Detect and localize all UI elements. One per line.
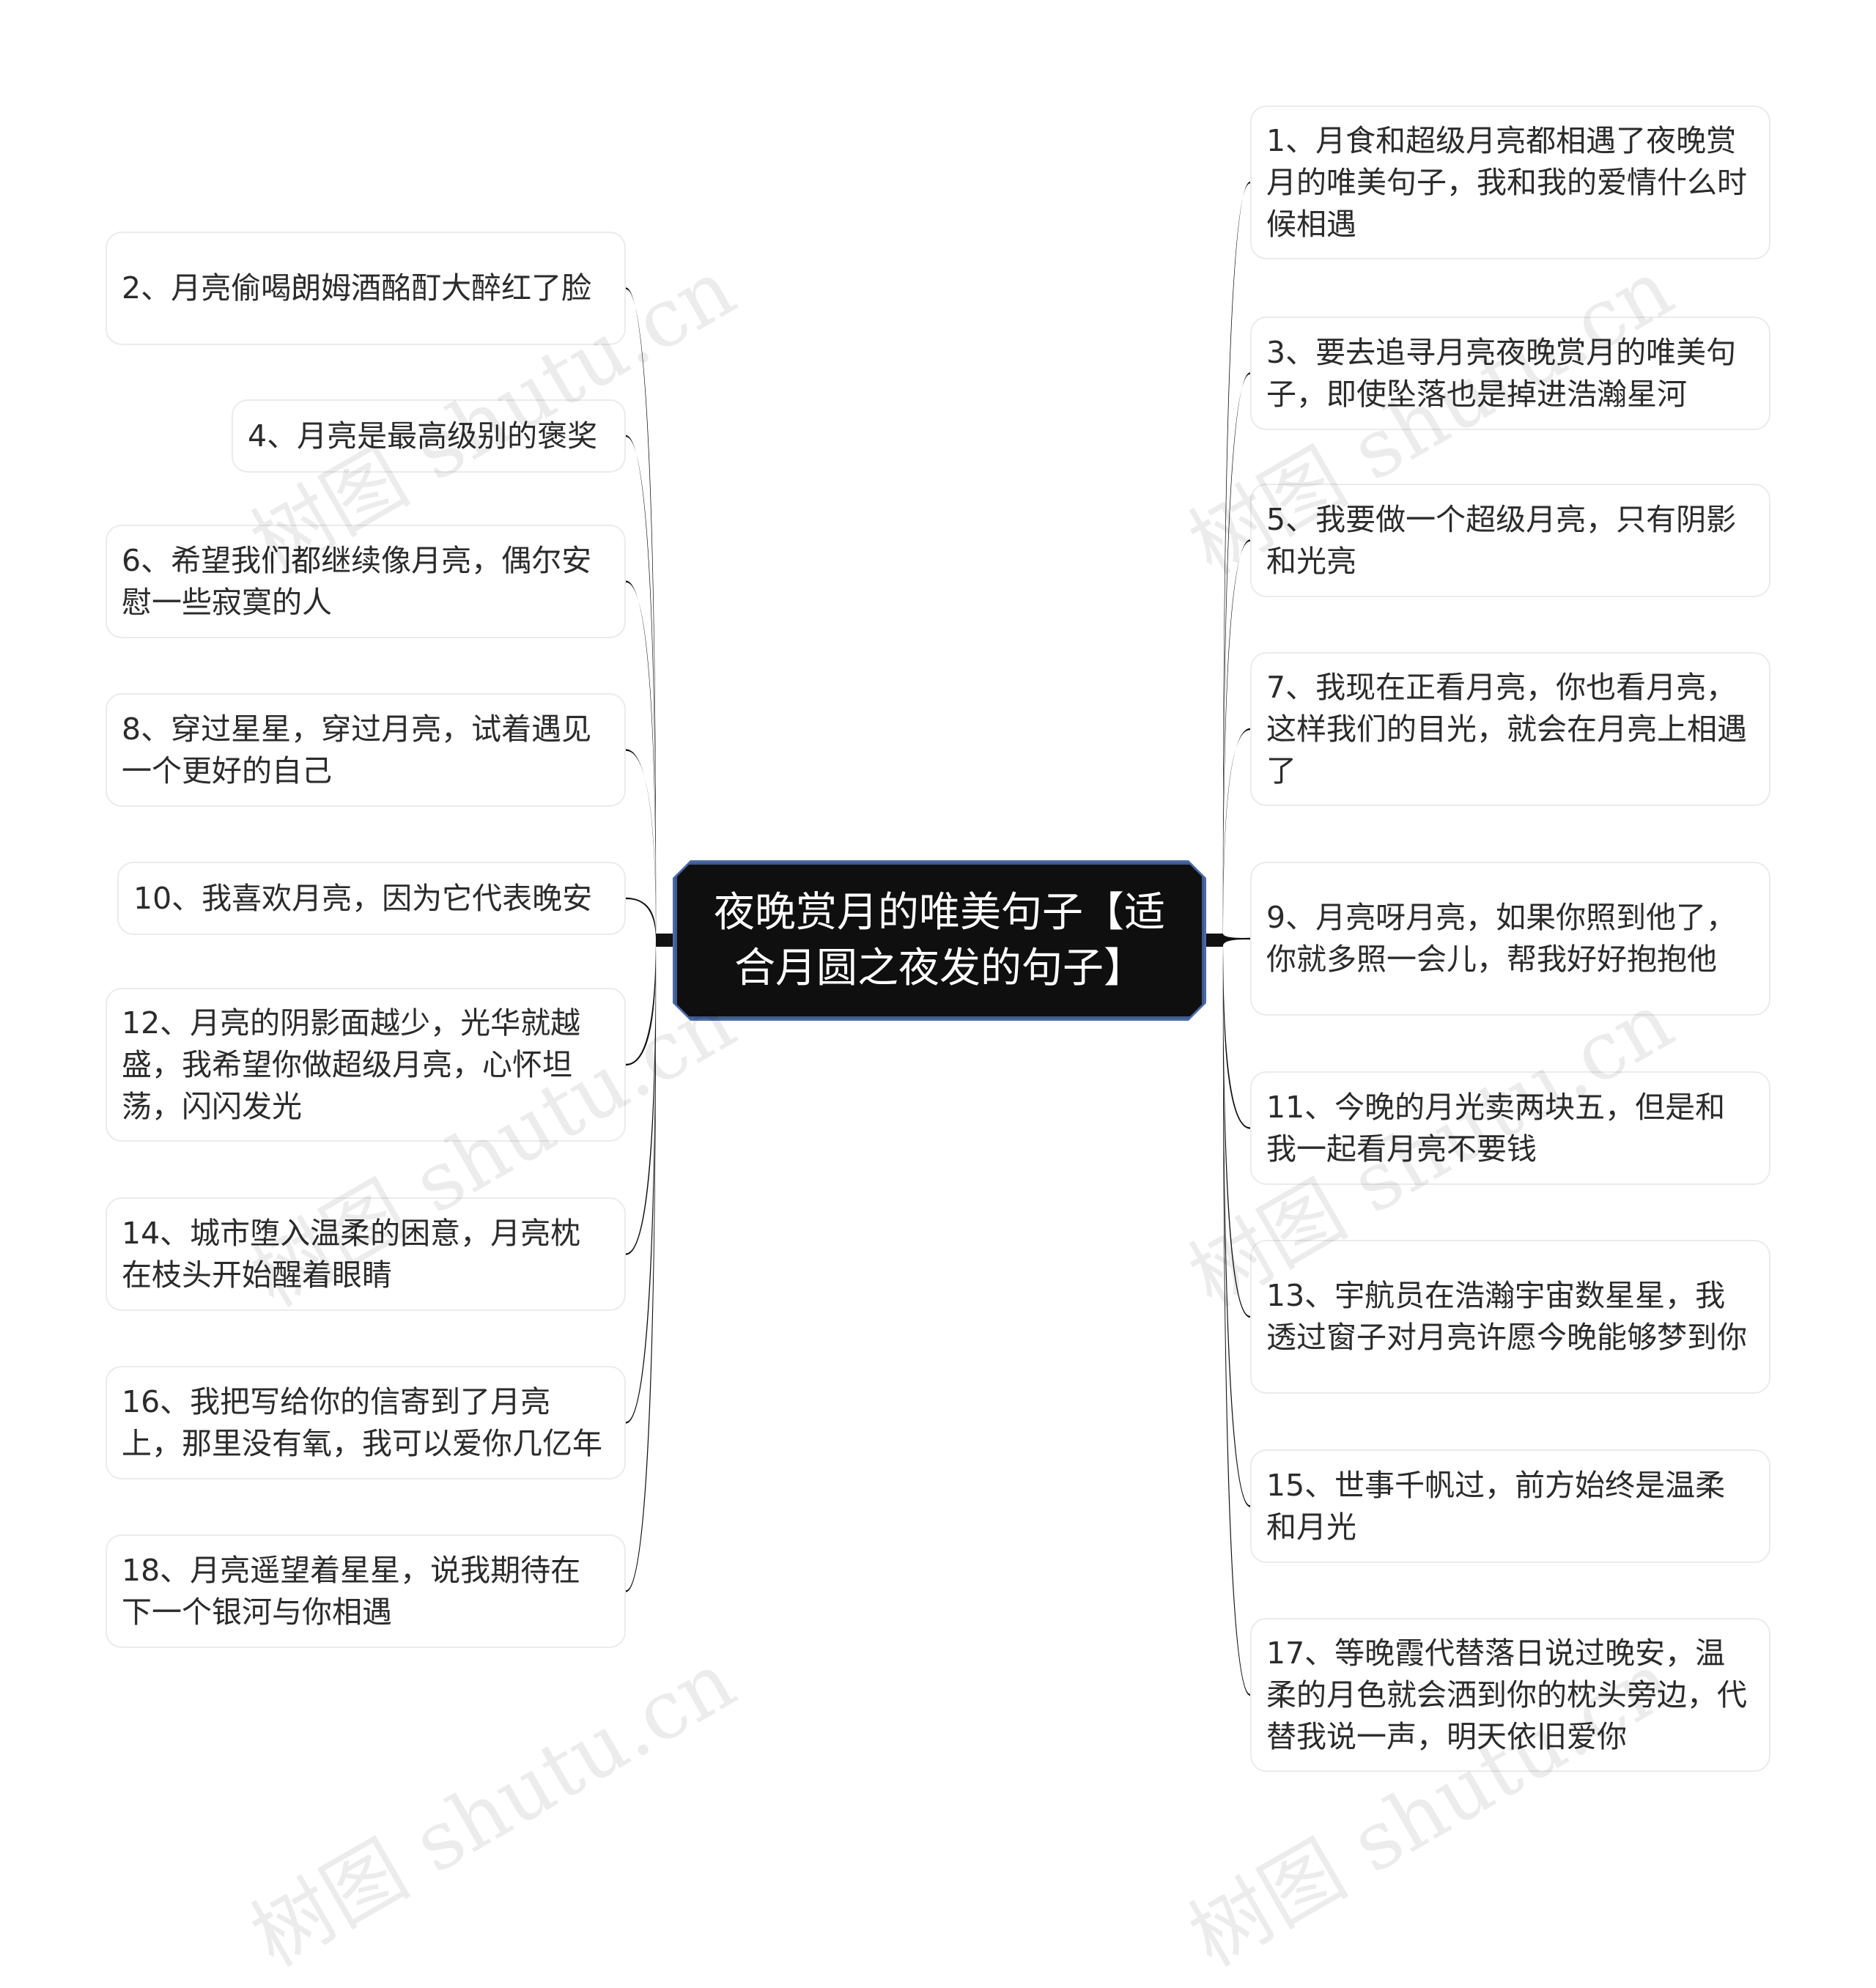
right-branch-node[interactable]: 1、月食和超级月亮都相遇了夜晚赏月的唯美句子，我和我的爱情什么时候相遇 xyxy=(1250,106,1770,259)
left-branch-node[interactable]: 8、穿过星星，穿过月亮，试着遇见一个更好的自己 xyxy=(106,693,626,807)
right-branch-node[interactable]: 11、今晚的月光卖两块五，但是和我一起看月亮不要钱 xyxy=(1250,1071,1770,1185)
left-connector xyxy=(626,934,675,1255)
left-connector xyxy=(626,580,675,947)
branch-node-text: 2、月亮偷喝朗姆酒酩酊大醉红了脸 xyxy=(122,270,592,306)
branch-node-text: 18、月亮遥望着星星，说我期待在下一个银河与你相遇 xyxy=(122,1552,581,1630)
right-connector xyxy=(1204,181,1250,947)
left-branch-node[interactable]: 2、月亮偷喝朗姆酒酩酊大醉红了脸 xyxy=(106,232,626,345)
branch-node-text: 9、月亮呀月亮，如果你照到他了，你就多照一会儿，帮我好好抱抱他 xyxy=(1266,900,1737,977)
branch-node-text: 15、世事千帆过，前方始终是温柔和月光 xyxy=(1266,1467,1726,1545)
branch-node-text: 5、我要做一个超级月亮，只有阴影和光亮 xyxy=(1266,501,1737,579)
right-connector xyxy=(1204,934,1250,1129)
left-branch-node[interactable]: 14、城市堕入温柔的困意，月亮枕在枝头开始醒着眼睛 xyxy=(106,1197,626,1311)
branch-node-text: 4、月亮是最高级别的褒奖 xyxy=(248,418,598,454)
branch-node-text: 13、宇航员在浩瀚宇宙数星星，我透过窗子对月亮许愿今晚能够梦到你 xyxy=(1266,1278,1747,1355)
right-branch-node[interactable]: 9、月亮呀月亮，如果你照到他了，你就多照一会儿，帮我好好抱抱他 xyxy=(1250,862,1770,1016)
right-branch-node[interactable]: 3、要去追寻月亮夜晚赏月的唯美句子，即使坠落也是掉进浩瀚星河 xyxy=(1250,317,1770,430)
branch-node-text: 7、我现在正看月亮，你也看月亮，这样我们的目光，就会在月亮上相遇了 xyxy=(1266,669,1747,788)
connector-lines xyxy=(626,181,1250,1696)
branch-node-text: 12、月亮的阴影面越少，光华就越盛，我希望你做超级月亮，心怀坦荡，闪闪发光 xyxy=(122,1005,581,1124)
branch-node-text: 6、希望我们都继续像月亮，偶尔安慰一些寂寞的人 xyxy=(122,542,592,620)
branch-node-text: 3、要去追寻月亮夜晚赏月的唯美句子，即使坠落也是掉进浩瀚星河 xyxy=(1266,334,1737,412)
right-branch-node[interactable]: 7、我现在正看月亮，你也看月亮，这样我们的目光，就会在月亮上相遇了 xyxy=(1250,652,1770,806)
branch-node-text: 10、我喜欢月亮，因为它代表晚安 xyxy=(133,880,593,916)
central-topic[interactable]: 夜晚赏月的唯美句子【适合月圆之夜发的句子】 xyxy=(675,862,1204,1019)
left-branch-node[interactable]: 6、希望我们都继续像月亮，偶尔安慰一些寂寞的人 xyxy=(106,525,626,638)
central-topic-text: 夜晚赏月的唯美句子【适合月圆之夜发的句子】 xyxy=(714,888,1165,992)
branch-node-text: 8、穿过星星，穿过月亮，试着遇见一个更好的自己 xyxy=(122,711,592,788)
left-branch-node[interactable]: 10、我喜欢月亮，因为它代表晚安 xyxy=(117,862,626,935)
right-branch-node[interactable]: 5、我要做一个超级月亮，只有阴影和光亮 xyxy=(1250,484,1770,597)
left-branch-node[interactable]: 12、月亮的阴影面越少，光华就越盛，我希望你做超级月亮，心怀坦荡，闪闪发光 xyxy=(106,988,626,1142)
left-connector xyxy=(626,934,675,1424)
right-branch-node[interactable]: 13、宇航员在浩瀚宇宙数星星，我透过窗子对月亮许愿今晚能够梦到你 xyxy=(1250,1240,1770,1394)
left-connector xyxy=(626,934,675,1066)
branch-node-text: 1、月食和超级月亮都相遇了夜晚赏月的唯美句子，我和我的爱情什么时候相遇 xyxy=(1266,122,1747,242)
branch-node-text: 17、等晚霞代替落日说过晚安，温柔的月色就会洒到你的枕头旁边，代替我说一声，明天… xyxy=(1266,1635,1747,1754)
right-connector xyxy=(1204,539,1250,947)
branch-node-text: 11、今晚的月光卖两块五，但是和我一起看月亮不要钱 xyxy=(1266,1089,1726,1167)
right-branch-node[interactable]: 15、世事千帆过，前方始终是温柔和月光 xyxy=(1250,1449,1770,1563)
right-branch-node[interactable]: 17、等晚霞代替落日说过晚安，温柔的月色就会洒到你的枕头旁边，代替我说一声，明天… xyxy=(1250,1618,1770,1772)
left-connector xyxy=(626,749,675,947)
left-branch-node[interactable]: 16、我把写给你的信寄到了月亮上，那里没有氧，我可以爱你几亿年 xyxy=(106,1366,626,1479)
branch-node-text: 14、城市堕入温柔的困意，月亮枕在枝头开始醒着眼睛 xyxy=(122,1215,581,1293)
right-connector xyxy=(1204,728,1250,947)
branch-node-text: 16、我把写给你的信寄到了月亮上，那里没有氧，我可以爱你几亿年 xyxy=(122,1383,602,1461)
left-branch-node[interactable]: 4、月亮是最高级别的褒奖 xyxy=(232,399,626,473)
left-branch-node[interactable]: 18、月亮遥望着星星，说我期待在下一个银河与你相遇 xyxy=(106,1534,626,1648)
left-connector xyxy=(626,287,675,947)
